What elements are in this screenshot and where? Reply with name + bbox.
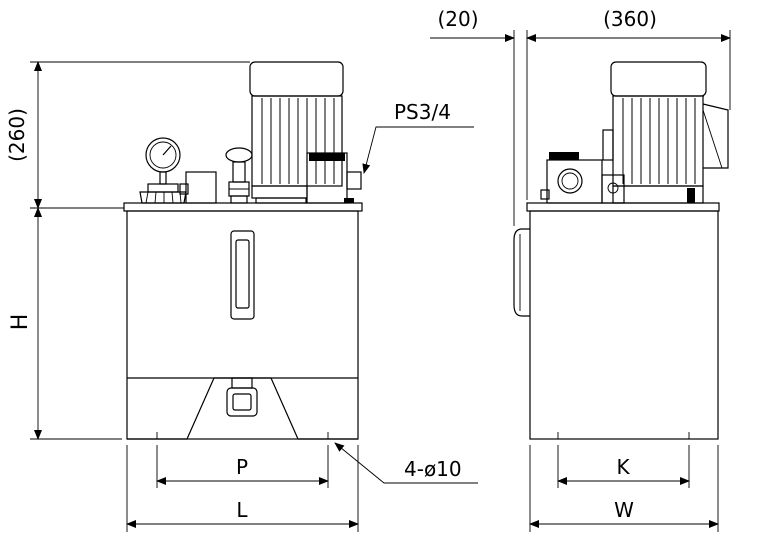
motor-body	[251, 95, 343, 187]
drain-valve	[231, 377, 253, 389]
side-motor-fan-cover	[610, 61, 707, 97]
terminal-box	[702, 103, 729, 169]
label-top-depth: (360)	[603, 7, 657, 31]
label-holes: 4-ø10	[404, 457, 462, 481]
label-top-offset: (20)	[437, 7, 478, 31]
label-motor-height: (260)	[5, 108, 29, 162]
side-view	[513, 61, 729, 440]
front-top-plate	[123, 202, 363, 212]
side-motor-body	[612, 95, 704, 187]
front-base-cutout	[127, 377, 358, 440]
label-length: L	[236, 498, 248, 522]
relief-valve-knob	[225, 147, 253, 163]
manifold-block	[185, 171, 217, 204]
front-tank	[126, 210, 359, 440]
side-port-block	[546, 159, 603, 204]
label-foot-spacing-side: K	[616, 455, 630, 479]
dimension-lines	[30, 30, 731, 532]
sight-glass	[230, 230, 255, 320]
label-width: W	[614, 498, 634, 522]
motor-fan-cover	[249, 61, 344, 97]
side-top-plate	[526, 202, 720, 212]
front-view	[123, 61, 363, 440]
side-tank	[529, 210, 719, 440]
label-height: H	[8, 314, 33, 331]
label-port: PS3/4	[394, 100, 451, 124]
side-sight-glass	[513, 228, 530, 317]
label-foot-spacing-front: P	[236, 455, 248, 479]
